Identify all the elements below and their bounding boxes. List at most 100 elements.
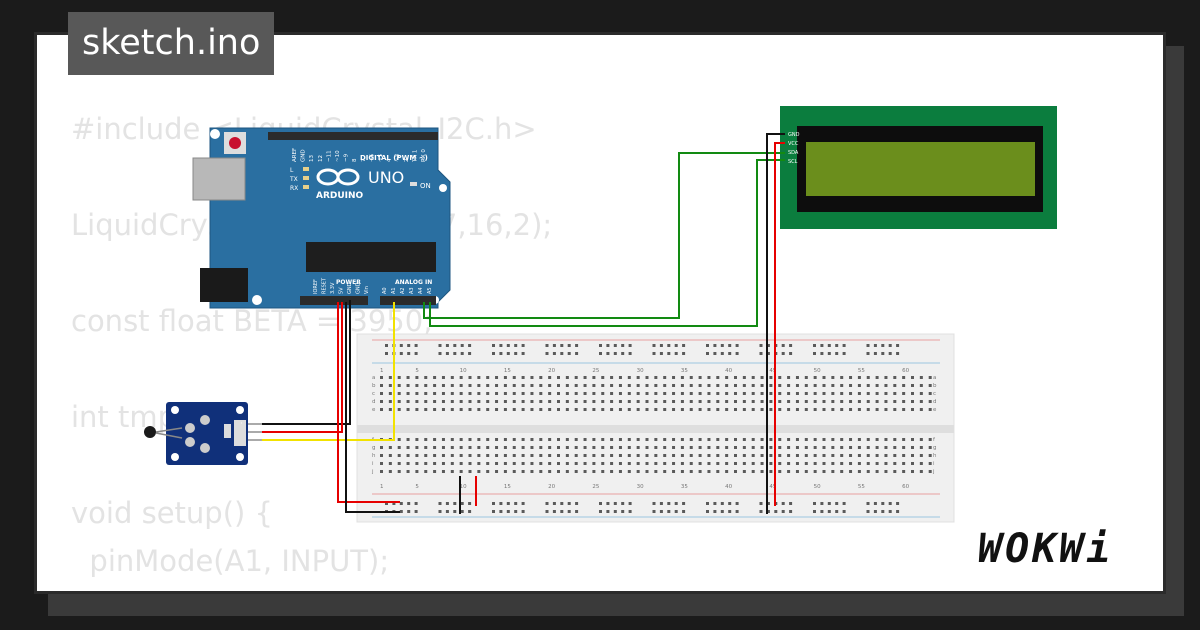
- breadboard-hole[interactable]: [849, 446, 853, 449]
- breadboard-hole[interactable]: [795, 408, 799, 411]
- breadboard-hole[interactable]: [388, 446, 392, 449]
- breadboard-hole[interactable]: [512, 462, 516, 465]
- breadboard-hole[interactable]: [760, 376, 764, 379]
- breadboard-hole[interactable]: [530, 400, 534, 403]
- breadboard-hole[interactable]: [873, 510, 877, 513]
- breadboard-hole[interactable]: [911, 462, 914, 465]
- breadboard-hole[interactable]: [477, 376, 481, 379]
- breadboard-hole[interactable]: [751, 462, 755, 465]
- breadboard-hole[interactable]: [706, 502, 709, 505]
- breadboard-hole[interactable]: [734, 376, 737, 379]
- breadboard-hole[interactable]: [441, 376, 445, 379]
- breadboard-hole[interactable]: [893, 462, 897, 465]
- breadboard-hole[interactable]: [583, 408, 587, 411]
- breadboard-hole[interactable]: [424, 438, 428, 441]
- breadboard-hole[interactable]: [610, 446, 614, 449]
- breadboard-hole[interactable]: [849, 438, 853, 441]
- breadboard-hole[interactable]: [682, 344, 686, 347]
- breadboard-hole[interactable]: [380, 462, 383, 465]
- breadboard-hole[interactable]: [659, 352, 663, 355]
- breadboard-hole[interactable]: [742, 400, 746, 403]
- breadboard-hole[interactable]: [601, 400, 605, 403]
- breadboard-hole[interactable]: [813, 352, 816, 355]
- breadboard-hole[interactable]: [822, 438, 826, 441]
- breadboard-hole[interactable]: [636, 446, 640, 449]
- breadboard-hole[interactable]: [613, 510, 617, 513]
- breadboard-hole[interactable]: [468, 454, 472, 457]
- breadboard-hole[interactable]: [884, 438, 888, 441]
- breadboard-hole[interactable]: [680, 446, 684, 449]
- breadboard-hole[interactable]: [707, 446, 711, 449]
- breadboard-hole[interactable]: [415, 392, 419, 395]
- breadboard-hole[interactable]: [928, 462, 932, 465]
- breadboard-hole[interactable]: [406, 400, 410, 403]
- breadboard-hole[interactable]: [902, 392, 906, 395]
- breadboard-hole[interactable]: [592, 446, 596, 449]
- breadboard-hole[interactable]: [804, 438, 808, 441]
- breadboard-hole[interactable]: [574, 454, 578, 457]
- breadboard-hole[interactable]: [760, 400, 764, 403]
- breadboard-hole[interactable]: [778, 446, 782, 449]
- breadboard-hole[interactable]: [610, 376, 614, 379]
- breadboard-hole[interactable]: [849, 454, 853, 457]
- breadboard-hole[interactable]: [433, 400, 437, 403]
- breadboard-hole[interactable]: [495, 438, 499, 441]
- breadboard-hole[interactable]: [734, 408, 737, 411]
- breadboard-hole[interactable]: [486, 400, 490, 403]
- breadboard-hole[interactable]: [680, 470, 684, 473]
- breadboard-hole[interactable]: [654, 384, 658, 387]
- breadboard-hole[interactable]: [840, 376, 844, 379]
- breadboard-hole[interactable]: [822, 454, 826, 457]
- breadboard-hole[interactable]: [672, 392, 676, 395]
- breadboard-hole[interactable]: [911, 400, 914, 403]
- breadboard-hole[interactable]: [919, 446, 923, 449]
- breadboard-hole[interactable]: [840, 408, 844, 411]
- breadboard-hole[interactable]: [760, 408, 764, 411]
- breadboard-hole[interactable]: [866, 438, 870, 441]
- breadboard-hole[interactable]: [399, 344, 403, 347]
- breadboard-hole[interactable]: [388, 384, 392, 387]
- breadboard-hole[interactable]: [468, 344, 472, 347]
- breadboard-hole[interactable]: [734, 438, 737, 441]
- breadboard-hole[interactable]: [760, 470, 764, 473]
- breadboard-hole[interactable]: [645, 462, 649, 465]
- breadboard-hole[interactable]: [663, 408, 667, 411]
- breadboard-hole[interactable]: [460, 510, 464, 513]
- breadboard-hole[interactable]: [835, 344, 839, 347]
- breadboard-hole[interactable]: [725, 462, 729, 465]
- breadboard-hole[interactable]: [781, 510, 785, 513]
- breadboard-hole[interactable]: [441, 462, 445, 465]
- breadboard-hole[interactable]: [506, 352, 510, 355]
- breadboard-hole[interactable]: [813, 470, 817, 473]
- breadboard-hole[interactable]: [477, 438, 481, 441]
- breadboard-hole[interactable]: [621, 502, 625, 505]
- breadboard-hole[interactable]: [795, 446, 799, 449]
- breadboard-hole[interactable]: [813, 438, 817, 441]
- breadboard-hole[interactable]: [539, 446, 543, 449]
- breadboard-hole[interactable]: [636, 376, 640, 379]
- breadboard-hole[interactable]: [804, 408, 808, 411]
- breadboard-hole[interactable]: [565, 400, 569, 403]
- breadboard-hole[interactable]: [645, 446, 649, 449]
- breadboard-hole[interactable]: [813, 510, 816, 513]
- breadboard-hole[interactable]: [557, 400, 560, 403]
- breadboard-hole[interactable]: [866, 392, 870, 395]
- breadboard-hole[interactable]: [621, 510, 625, 513]
- wire-sensor-vcc[interactable]: [262, 302, 343, 433]
- breadboard-hole[interactable]: [406, 392, 410, 395]
- breadboard-hole[interactable]: [636, 454, 640, 457]
- breadboard-hole[interactable]: [698, 376, 702, 379]
- breadboard-hole[interactable]: [613, 352, 617, 355]
- breadboard-hole[interactable]: [804, 470, 808, 473]
- breadboard-hole[interactable]: [618, 400, 622, 403]
- breadboard-hole[interactable]: [397, 454, 401, 457]
- breadboard-hole[interactable]: [503, 438, 507, 441]
- breadboard-hole[interactable]: [734, 400, 737, 403]
- reset-button-cap[interactable]: [229, 137, 241, 149]
- breadboard-hole[interactable]: [459, 400, 463, 403]
- breadboard-hole[interactable]: [424, 454, 428, 457]
- breadboard-hole[interactable]: [663, 470, 667, 473]
- breadboard-hole[interactable]: [468, 400, 472, 403]
- breadboard-hole[interactable]: [552, 344, 556, 347]
- breadboard-hole[interactable]: [742, 438, 746, 441]
